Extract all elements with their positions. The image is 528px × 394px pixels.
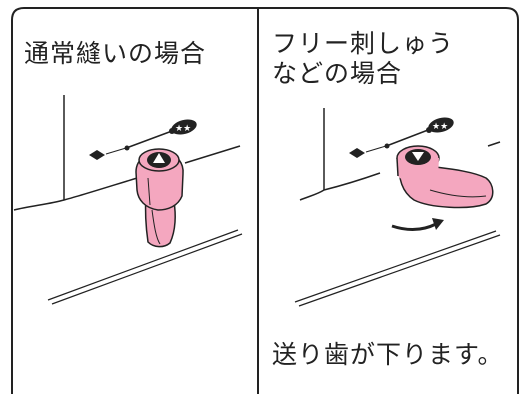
frame-border [11,7,519,394]
drop-feed-lever-right [396,145,494,209]
right-panel-note: 送り歯が下ります。 [272,340,504,369]
pointer-triangle [153,153,165,163]
feed-dog-scale-right: ★★ [349,117,454,158]
right-panel-title: フリー刺しゅう などの場合 [272,29,455,88]
raised-feed-icon: ★★ [428,117,454,133]
svg-text:★★: ★★ [432,122,448,132]
left-machine-illustration [13,95,243,305]
rotate-arrow-icon [391,218,444,232]
raised-feed-icon: ★★ [171,119,197,135]
feed-dog-scale-left: ★★ [89,119,197,160]
drop-feed-lever-left [135,148,184,248]
left-panel-title: 通常縫いの場合 [24,39,207,68]
lowered-feed-icon [89,150,105,160]
svg-text:★★: ★★ [175,124,191,134]
right-machine-illustration [294,108,501,307]
